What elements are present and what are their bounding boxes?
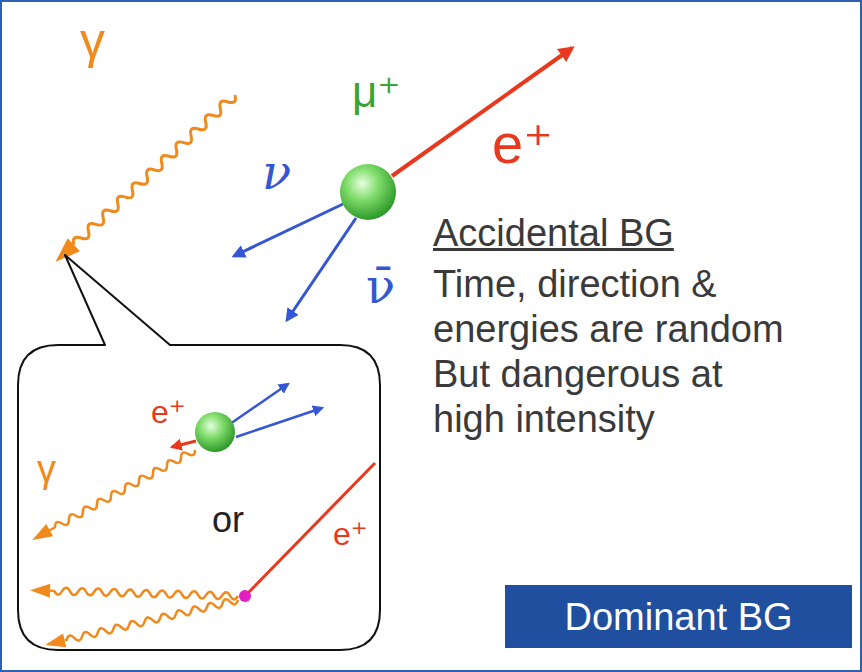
positron-label: e⁺ xyxy=(492,116,553,172)
neutrino-track xyxy=(230,384,288,424)
photon-wave-line xyxy=(48,447,197,533)
positron-label: e⁺ xyxy=(333,518,368,550)
positron-track xyxy=(392,48,572,176)
band-text: Dominant BG xyxy=(564,598,792,636)
muon-sphere xyxy=(340,164,396,220)
photon-wave xyxy=(44,593,240,652)
heading-text: Accidental BG xyxy=(433,214,674,252)
annihilation-point xyxy=(239,590,251,602)
muon-label: μ⁺ xyxy=(352,70,401,114)
summary-band: Dominant BG xyxy=(505,585,852,648)
photon-wave xyxy=(29,444,199,546)
muon-sphere xyxy=(195,412,235,452)
callout-bubble: e⁺ γ or e⁺ xyxy=(15,250,385,654)
photon-wave xyxy=(49,88,241,268)
neutrino-label: ν xyxy=(262,148,291,196)
photon-wave-line xyxy=(64,597,239,644)
positron-track xyxy=(172,441,196,447)
callout-outline-path xyxy=(18,255,380,650)
photon-wave-line xyxy=(71,92,238,248)
photon-wave-line xyxy=(50,587,238,599)
antineutrino-track xyxy=(287,218,356,320)
positron-label: e⁺ xyxy=(151,396,186,428)
positron-track xyxy=(248,463,375,593)
antineutrino-label: ν̄ xyxy=(366,262,395,310)
photon-wave xyxy=(30,583,238,603)
neutrino-track xyxy=(234,204,343,256)
photon-arrowhead xyxy=(30,583,50,598)
callout-outline xyxy=(15,250,385,654)
photon-arrowhead xyxy=(29,524,53,546)
photon-label: γ xyxy=(80,16,105,66)
body-text: Time, direction & energies are random Bu… xyxy=(433,262,795,442)
photon-label: γ xyxy=(37,450,56,488)
or-text: or xyxy=(212,502,244,538)
neutrino-track xyxy=(236,408,322,437)
